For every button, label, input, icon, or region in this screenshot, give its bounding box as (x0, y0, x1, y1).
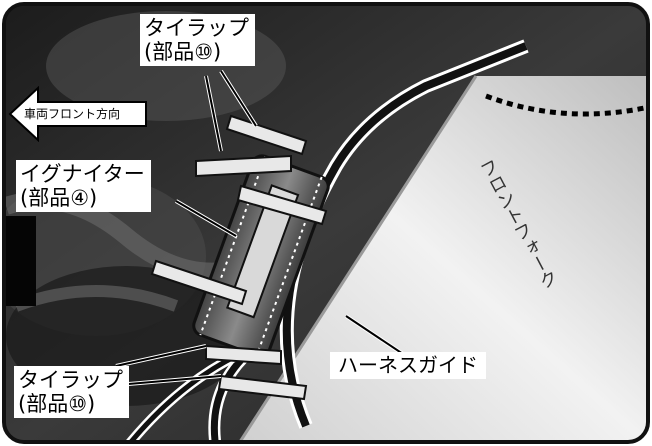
igniter-callout: イグナイター (部品④) (16, 160, 151, 213)
front-direction-arrow-icon (8, 86, 147, 142)
tie-wrap-bottom-callout: タイラップ (部品⑩) (14, 366, 129, 419)
tie-wrap-bottom-part: (部品⑩) (18, 392, 96, 417)
tie-wrap-top-part: (部品⑩) (144, 40, 222, 65)
harness-guide-callout: ハーネスガイド (330, 352, 486, 379)
tie-wrap-top-callout: タイラップ (部品⑩) (140, 14, 255, 67)
tie-wrap-top-name: タイラップ (144, 16, 249, 40)
igniter-part: (部品④) (20, 186, 98, 211)
igniter-name: イグナイター (20, 162, 145, 186)
vehicle-front-label: 車両フロント方向 (24, 107, 121, 121)
tie-wrap-bottom-name: タイラップ (18, 368, 123, 392)
